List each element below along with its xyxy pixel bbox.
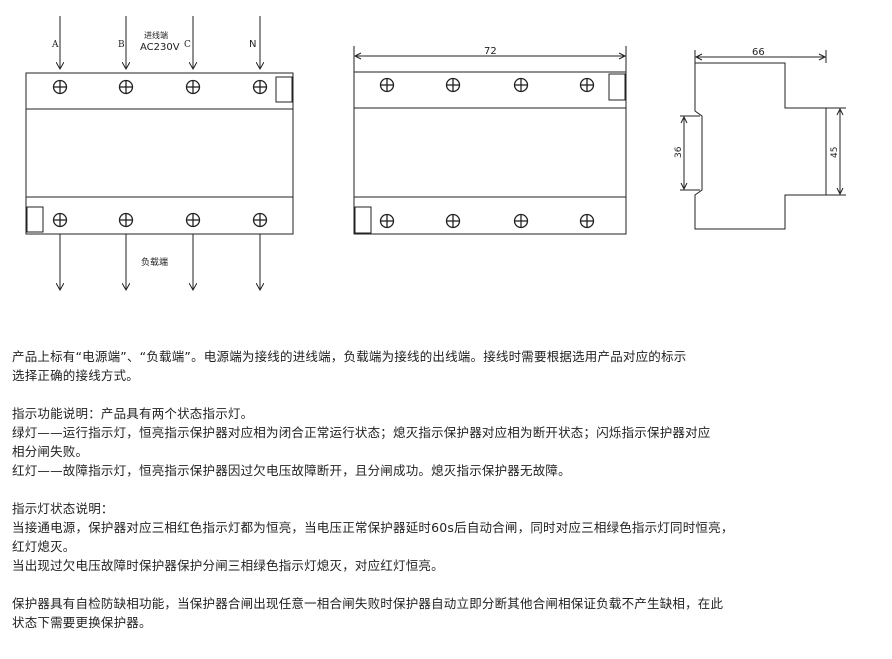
- input-voltage-label: AC230V: [140, 42, 180, 53]
- phase-loss-line-1: 保护器具有自检防缺相功能，当保护器合闸出现任意一相合闸失败时保护器自动立即分断其…: [12, 596, 724, 611]
- intro-line-1: 产品上标有“电源端”、“负载端”。电源端为接线的进线端，负载端为接线的出线端。接…: [12, 349, 687, 364]
- dimension-width-label: 72: [484, 46, 497, 57]
- phase-label-c: C: [184, 40, 191, 50]
- load-terminal-label: 负载端: [141, 256, 168, 268]
- front-bottom-screws: [52, 212, 268, 228]
- front-top-screws: [52, 79, 268, 95]
- dimension-inner-label: 36: [674, 146, 684, 158]
- dimension-diagram: A B C N 进线端 AC230V 负载端 72: [25, 16, 846, 300]
- state-title: 指示灯状态说明：: [12, 501, 114, 516]
- red-light-line: 红灯——故障指示灯，恒亮指示保护器因过欠电压故障断开，且分闸成功。熄灭指示保护器…: [12, 463, 571, 478]
- green-light-line-1: 绿灯——运行指示灯，恒亮指示保护器对应相为闭合正常运行状态；熄灭指示保护器对应相…: [12, 425, 711, 440]
- input-terminal-label: 进线端: [144, 30, 168, 40]
- top-view-screws-lower: [379, 213, 595, 229]
- instruction-text: 产品上标有“电源端”、“负载端”。电源端为接线的进线端，负载端为接线的出线端。接…: [12, 347, 882, 632]
- green-light-line-2: 相分闸失败。: [12, 444, 89, 459]
- phase-label-n: N: [249, 39, 256, 50]
- side-view: [680, 50, 846, 230]
- front-view: [25, 16, 294, 290]
- phase-loss-line-2: 状态下需要更换保护器。: [12, 615, 152, 630]
- state-line-1: 当接通电源，保护器对应三相红色指示灯都为恒亮，当电压正常保护器延时60s后自动合…: [12, 520, 734, 535]
- state-line-2: 红灯熄灭。: [12, 539, 76, 554]
- top-view: [353, 46, 627, 235]
- intro-line-2: 选择正确的接线方式。: [12, 368, 140, 383]
- top-view-screws-upper: [379, 77, 595, 93]
- phase-label-a: A: [51, 40, 59, 50]
- function-title: 指示功能说明：产品具有两个状态指示灯。: [12, 406, 254, 421]
- phase-label-b: B: [118, 40, 125, 50]
- dimension-depth-label: 66: [752, 47, 765, 58]
- state-line-3: 当出现过欠电压故障时保护器保护分闸三相绿色指示灯熄灭，对应红灯恒亮。: [12, 558, 444, 573]
- dimension-height-label: 45: [830, 147, 840, 158]
